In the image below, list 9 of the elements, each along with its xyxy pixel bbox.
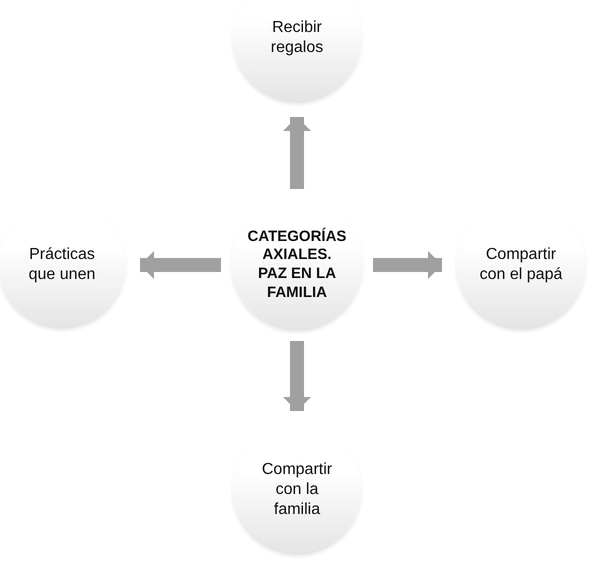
node-label: Prácticas que unen [28,245,96,285]
block-arrow [140,251,221,279]
node-label: Recibir regalos [270,18,324,58]
block-arrow [283,117,311,189]
block-arrow [283,341,311,411]
node-label: Compartir con el papá [478,245,564,285]
node-label: Compartir con la familia [260,460,334,520]
block-arrow [373,251,442,279]
node-label: CATEGORÍAS AXIALES. PAZ EN LA FAMILIA [247,228,347,302]
